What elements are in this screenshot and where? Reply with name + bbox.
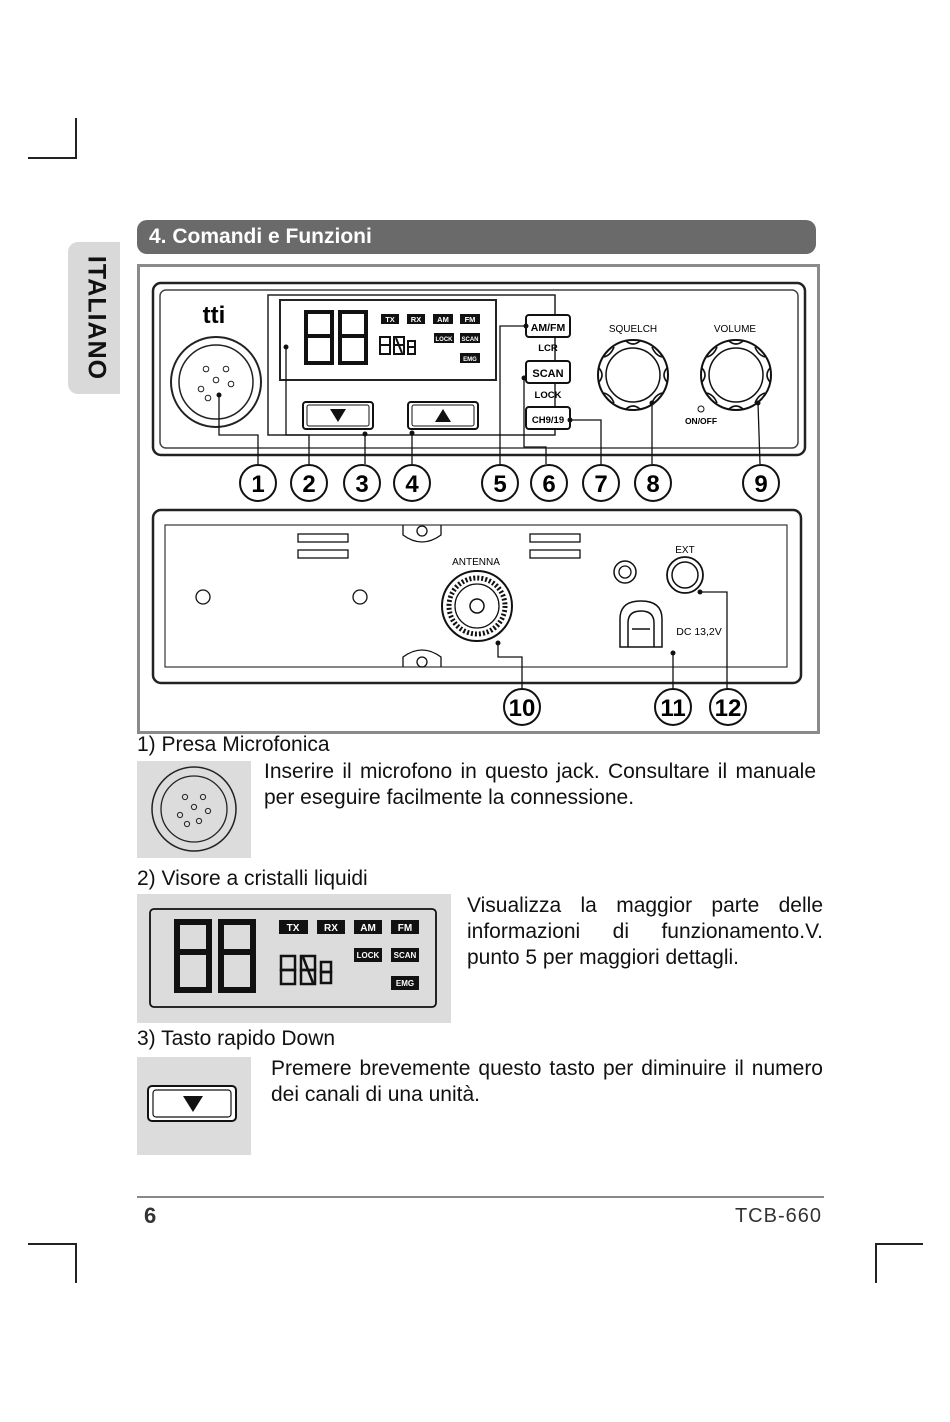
crop-mark — [875, 1243, 877, 1283]
brand-logo: tti — [203, 302, 226, 329]
down-arrow-icon — [330, 409, 346, 422]
volume-label: VOLUME — [714, 324, 757, 335]
antenna-label: ANTENNA — [452, 557, 500, 568]
power-led — [697, 405, 705, 413]
up-button[interactable] — [407, 401, 479, 430]
thumb-indicator-scan: SCAN — [394, 951, 417, 960]
section-title: 4. Comandi e Funzioni — [149, 225, 372, 248]
language-tab — [68, 242, 120, 394]
indicator-am: AM — [437, 315, 449, 324]
callout-10: 10 — [509, 695, 536, 722]
ext-speaker-jack — [666, 556, 704, 594]
down-button[interactable] — [302, 401, 374, 430]
squelch-label: SQUELCH — [609, 324, 657, 335]
screw-hole — [352, 589, 368, 605]
indicator-scan: SCAN — [461, 337, 478, 343]
rear-vents — [297, 533, 581, 559]
dc-power-connector — [619, 600, 663, 648]
ch919-button[interactable]: CH9/19 — [525, 406, 571, 430]
callout-1: 1 — [251, 471, 264, 498]
crop-mark — [28, 157, 76, 159]
callout-4: 4 — [405, 471, 419, 498]
language-tab-label: ITALIANO — [82, 255, 111, 381]
small-jack — [613, 560, 637, 584]
indicator-tx: TX — [385, 315, 395, 324]
lcd-small-digits — [379, 336, 416, 355]
callouts-top: 1 2 3 4 5 6 7 8 9 — [239, 464, 780, 502]
item-2-text: Visualizza la maggior parte delle inform… — [467, 894, 823, 969]
amfm-button[interactable]: AM/FM — [525, 314, 571, 338]
item-3-text: Premere brevemente questo tasto per dimi… — [271, 1057, 823, 1106]
radio-diagram-svg: tti TX RX AM FM LOCK SCAN — [151, 281, 807, 726]
ch919-button-label: CH9/19 — [532, 415, 564, 426]
callout-12: 12 — [715, 695, 742, 722]
callout-5: 5 — [493, 471, 506, 498]
radio-diagram: tti TX RX AM FM LOCK SCAN — [137, 264, 820, 734]
crop-mark — [875, 1243, 923, 1245]
rear-panel — [151, 508, 803, 685]
mic-socket-icon — [151, 766, 237, 852]
callout-3: 3 — [355, 471, 368, 498]
callouts-bottom: 10 11 12 — [503, 688, 747, 726]
indicator-fm: FM — [465, 315, 476, 324]
volume-knob[interactable] — [700, 339, 772, 411]
ext-label: EXT — [675, 545, 694, 556]
page-number: 6 — [144, 1203, 157, 1228]
thumb-indicator-tx: TX — [287, 923, 300, 934]
callout-7: 7 — [594, 471, 607, 498]
item-1-title: 1) Presa Microfonica — [137, 733, 330, 756]
indicator-rx: RX — [411, 315, 421, 324]
callout-8: 8 — [646, 471, 659, 498]
footer-rule — [137, 1196, 824, 1198]
lcd-display — [279, 299, 497, 381]
model-name: TCB-660 — [734, 1205, 822, 1227]
indicator-lock: LOCK — [436, 337, 454, 343]
amfm-button-label: AM/FM — [531, 322, 566, 334]
leader-dots-top — [283, 323, 761, 437]
callout-6: 6 — [542, 471, 555, 498]
screw-hole — [195, 589, 211, 605]
item-1-text: Inserire il microfono in questo jack. Co… — [264, 760, 816, 809]
item-3-title: 3) Tasto rapido Down — [137, 1027, 336, 1050]
lcr-label: LCR — [538, 343, 558, 354]
thumb-indicator-lock: LOCK — [357, 951, 380, 960]
thumb-indicator-am: AM — [360, 923, 376, 934]
callout-2: 2 — [302, 471, 315, 498]
thumb-indicator-fm: FM — [398, 923, 412, 934]
crop-mark — [28, 1243, 76, 1245]
item-1-thumbnail — [137, 761, 251, 858]
squelch-knob[interactable] — [597, 339, 669, 411]
section-header: 4. Comandi e Funzioni — [137, 220, 816, 254]
callout-9: 9 — [754, 471, 767, 498]
antenna-connector — [441, 570, 513, 642]
item-2-thumbnail: TX RX AM FM LOCK SCAN EMG — [137, 894, 451, 1023]
indicator-emg: EMG — [463, 357, 477, 363]
item-3-thumbnail — [137, 1057, 251, 1155]
lock-label: LOCK — [535, 390, 562, 401]
scan-button[interactable]: SCAN — [525, 360, 571, 384]
item-2-title: 2) Visore a cristalli liquidi — [137, 867, 368, 890]
onoff-label: ON/OFF — [685, 416, 717, 426]
front-panel — [151, 281, 807, 457]
mounting-tabs — [402, 525, 442, 668]
lcd-display-icon — [149, 908, 437, 1008]
thumb-indicator-rx: RX — [324, 923, 338, 934]
lcd-indicators: TX RX AM FM LOCK SCAN EMG — [381, 314, 480, 363]
crop-mark — [75, 1243, 77, 1283]
leader-lines-bottom — [497, 591, 728, 689]
up-arrow-icon — [435, 409, 451, 422]
down-arrow-icon — [183, 1096, 203, 1112]
callout-11: 11 — [660, 695, 685, 722]
scan-button-label: SCAN — [532, 368, 563, 380]
leader-lines-top — [218, 325, 761, 465]
mic-socket — [170, 336, 262, 428]
crop-mark — [75, 118, 77, 159]
dc-voltage-label: DC 13,2V — [676, 626, 722, 638]
thumb-indicator-emg: EMG — [396, 979, 414, 988]
lcd-channel-digits — [304, 310, 368, 365]
